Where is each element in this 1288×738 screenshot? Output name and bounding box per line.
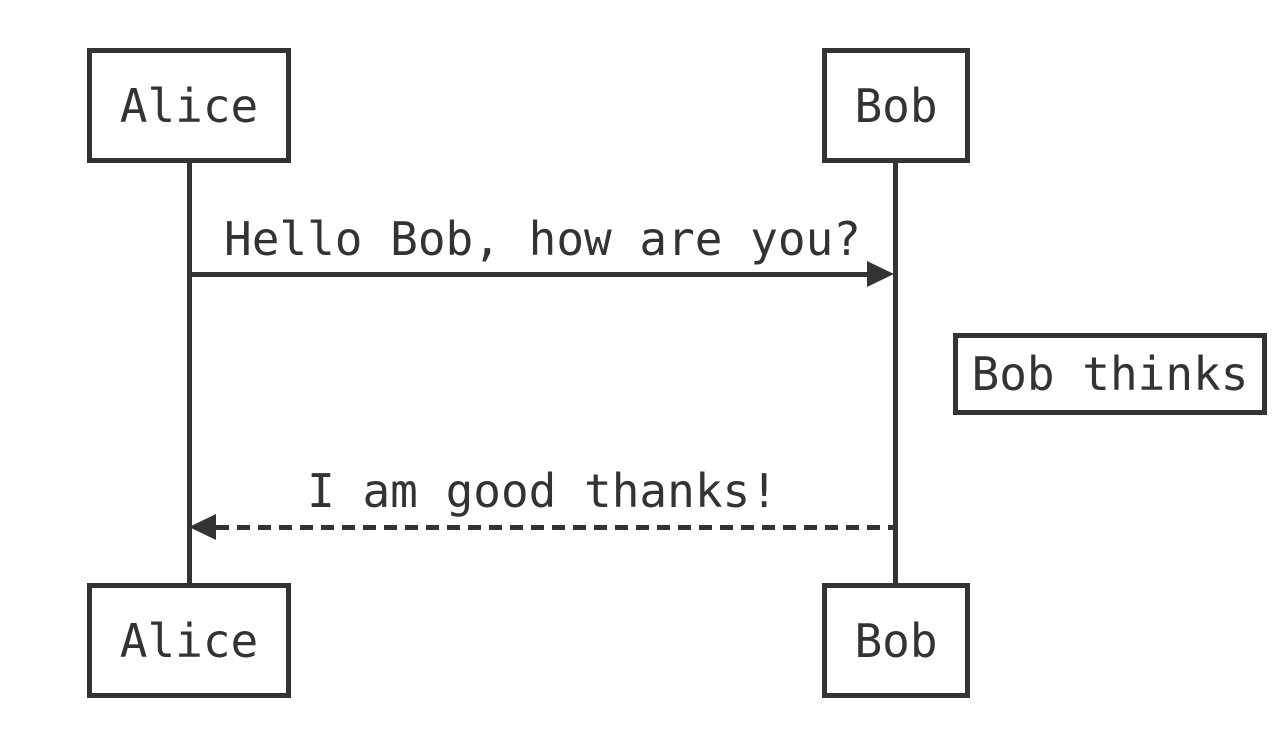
actor-label-bob-bottom: Bob [854,613,938,668]
actor-box-alice-top: Alice [87,48,291,163]
note-box: Bob thinks [953,333,1267,415]
actor-label-alice-bottom: Alice [119,613,259,668]
arrowhead-right [867,261,894,287]
actor-box-alice-bottom: Alice [87,583,291,698]
message-label-hello: Hello Bob, how are you? [224,212,861,266]
lifeline-alice [187,163,192,583]
message-label-reply: I am good thanks! [307,464,778,518]
note-label: Bob thinks [971,347,1249,401]
message-line-solid [189,272,869,277]
actor-box-bob-top: Bob [822,48,970,163]
arrowhead-left [189,514,216,540]
actor-box-bob-bottom: Bob [822,583,970,698]
message-line-dashed [216,525,896,530]
actor-label-alice-top: Alice [119,78,259,133]
lifeline-bob [893,163,898,583]
actor-label-bob-top: Bob [854,78,938,133]
